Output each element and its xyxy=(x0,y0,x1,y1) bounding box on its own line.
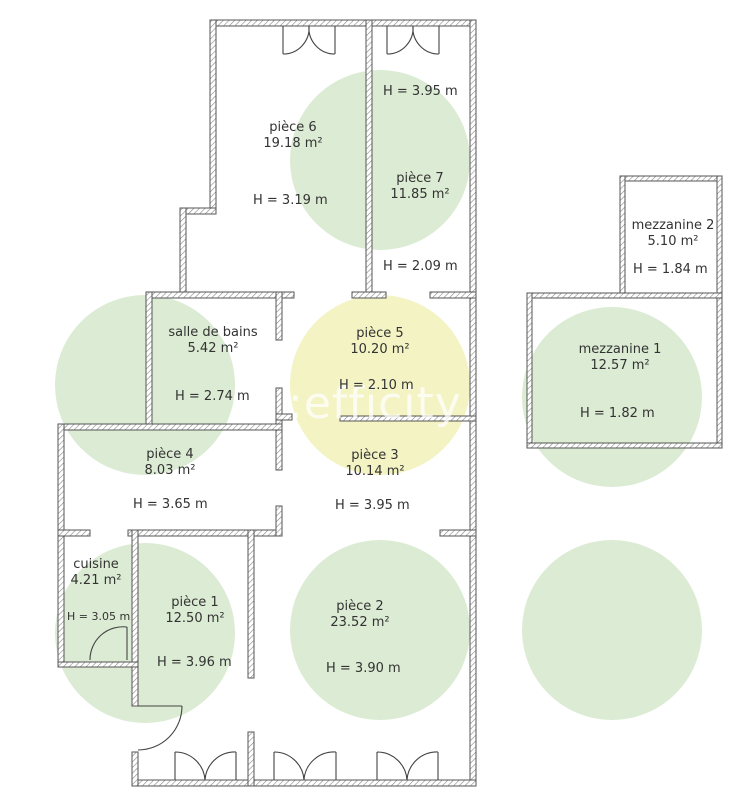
room-height: H = 2.74 m xyxy=(175,389,250,404)
room-name: pièce 3 xyxy=(351,448,399,463)
room-area: 12.50 m² xyxy=(165,611,225,626)
room-name: pièce 1 xyxy=(171,595,219,610)
walls-main xyxy=(57,19,477,787)
room-height: H = 2.10 m xyxy=(339,378,414,393)
room-height: H = 3.65 m xyxy=(133,497,208,512)
room-height: H = 3.96 m xyxy=(157,655,232,670)
room-area: 5.42 m² xyxy=(187,341,239,356)
circle-piece2 xyxy=(290,540,470,720)
room-area: 5.10 m² xyxy=(647,234,699,249)
room-piece6: pièce 6 19.18 m² xyxy=(248,120,338,152)
room-height: H = 3.19 m xyxy=(253,193,328,208)
room-piece3: pièce 3 10.14 m² xyxy=(325,448,425,480)
room-height: H = 1.82 m xyxy=(580,406,655,421)
room-height: H = 1.84 m xyxy=(633,262,708,277)
room-piece7: pièce 7 11.85 m² xyxy=(375,171,465,203)
room-area: 10.14 m² xyxy=(345,464,405,479)
room-name: pièce 2 xyxy=(336,599,384,614)
room-salle-de-bains: salle de bains 5.42 m² xyxy=(158,325,268,357)
room-area: 10.20 m² xyxy=(350,342,410,357)
room-area: 23.52 m² xyxy=(330,615,390,630)
circle-piece7 xyxy=(290,70,470,250)
circle-mezz1 xyxy=(522,307,702,487)
walls-mezzanine xyxy=(526,175,723,449)
circle-piece5 xyxy=(290,295,470,475)
room-height: H = 3.95 m xyxy=(335,498,410,513)
room-name: pièce 4 xyxy=(146,447,194,462)
room-area: 19.18 m² xyxy=(263,136,323,151)
doors xyxy=(89,25,440,781)
room-piece1: pièce 1 12.50 m² xyxy=(150,595,240,627)
room-height: H = 3.90 m xyxy=(326,661,401,676)
room-piece2: pièce 2 23.52 m² xyxy=(315,599,405,631)
circle-empty xyxy=(522,540,702,720)
room-height: H = 3.05 m xyxy=(67,610,131,623)
room-mezzanine2: mezzanine 2 5.10 m² xyxy=(627,218,719,250)
room-name: pièce 7 xyxy=(396,171,444,186)
room-name: salle de bains xyxy=(168,325,258,340)
decor-circles xyxy=(55,70,702,723)
room-area: 11.85 m² xyxy=(390,187,450,202)
watermark: :efficity xyxy=(288,378,462,429)
room-name: pièce 6 xyxy=(269,120,317,135)
room-area: 4.21 m² xyxy=(70,573,122,588)
room-piece5: pièce 5 10.20 m² xyxy=(330,326,430,358)
room-name: mezzanine 1 xyxy=(578,342,662,357)
room-height-bottom: H = 2.09 m xyxy=(383,259,458,274)
room-cuisine: cuisine 4.21 m² xyxy=(66,557,126,589)
room-piece4: pièce 4 8.03 m² xyxy=(125,447,215,479)
room-height-top: H = 3.95 m xyxy=(383,84,458,99)
room-area: 12.57 m² xyxy=(590,358,650,373)
room-name: cuisine xyxy=(73,557,119,572)
room-name: pièce 5 xyxy=(356,326,404,341)
circle-piece1 xyxy=(55,543,235,723)
room-name: mezzanine 2 xyxy=(631,218,715,233)
room-mezzanine1: mezzanine 1 12.57 m² xyxy=(565,342,675,374)
room-area: 8.03 m² xyxy=(144,463,196,478)
